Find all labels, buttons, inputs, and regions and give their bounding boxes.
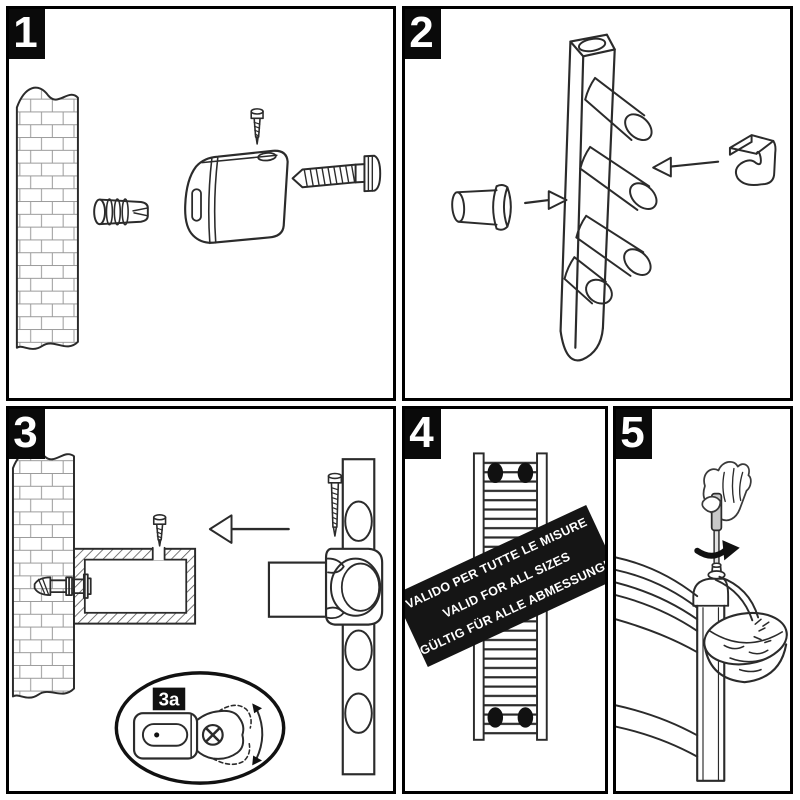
radiator-rungs (563, 76, 658, 305)
curved-rungs (616, 556, 699, 758)
wall-cross-section (73, 546, 197, 625)
radiator-pipe (692, 577, 730, 782)
radiator-side-rail (559, 33, 616, 362)
water-stream (714, 575, 760, 622)
detail-inset-3a: 3a (114, 671, 286, 785)
arrow-right-icon (524, 190, 568, 210)
hand-with-bleed-key (701, 461, 752, 532)
wall-bracket-icon (184, 149, 289, 245)
inset-label: 3a (159, 688, 180, 709)
step-number-badge: 2 (405, 9, 441, 59)
panel5-illustration (616, 461, 788, 782)
panel-step-5: 5 (613, 406, 793, 794)
panel-step-4: 4 VALIDO PER TUTTE LE MISURE VALID FOR (402, 406, 608, 794)
wall-anchor-icon (33, 573, 92, 599)
mounting-ovals (487, 462, 534, 728)
clip-icon (728, 134, 777, 187)
arrow-left-icon (652, 156, 720, 178)
bracket-clip (324, 547, 384, 626)
step-number-badge: 4 (405, 409, 441, 459)
panel1-illustration (15, 86, 382, 350)
brick-wall (15, 86, 79, 350)
panel-step-2: 2 (402, 6, 793, 401)
panel-step-3: 3 (6, 406, 396, 794)
rotation-arrow-icon (694, 540, 740, 561)
grub-screw-icon (250, 108, 264, 145)
wall-plug-icon (93, 198, 149, 226)
brick-wall (11, 448, 75, 699)
water-bowl (703, 611, 788, 684)
step-number-badge: 3 (9, 409, 45, 459)
spacer-insert-icon (451, 184, 512, 231)
arrow-left-icon (208, 514, 290, 544)
panel-step-1: 1 (6, 6, 396, 401)
rotation-arrow-icon (252, 703, 264, 766)
panel2-illustration (451, 33, 777, 362)
long-screw-icon (291, 154, 382, 193)
step-number-badge: 1 (9, 9, 45, 59)
rail-screw-icon (327, 472, 343, 537)
panel3-illustration: 3a (11, 448, 384, 785)
bracket-sleeve (267, 561, 330, 618)
step-number-badge: 5 (616, 409, 652, 459)
mounting-screw-icon (152, 514, 167, 547)
